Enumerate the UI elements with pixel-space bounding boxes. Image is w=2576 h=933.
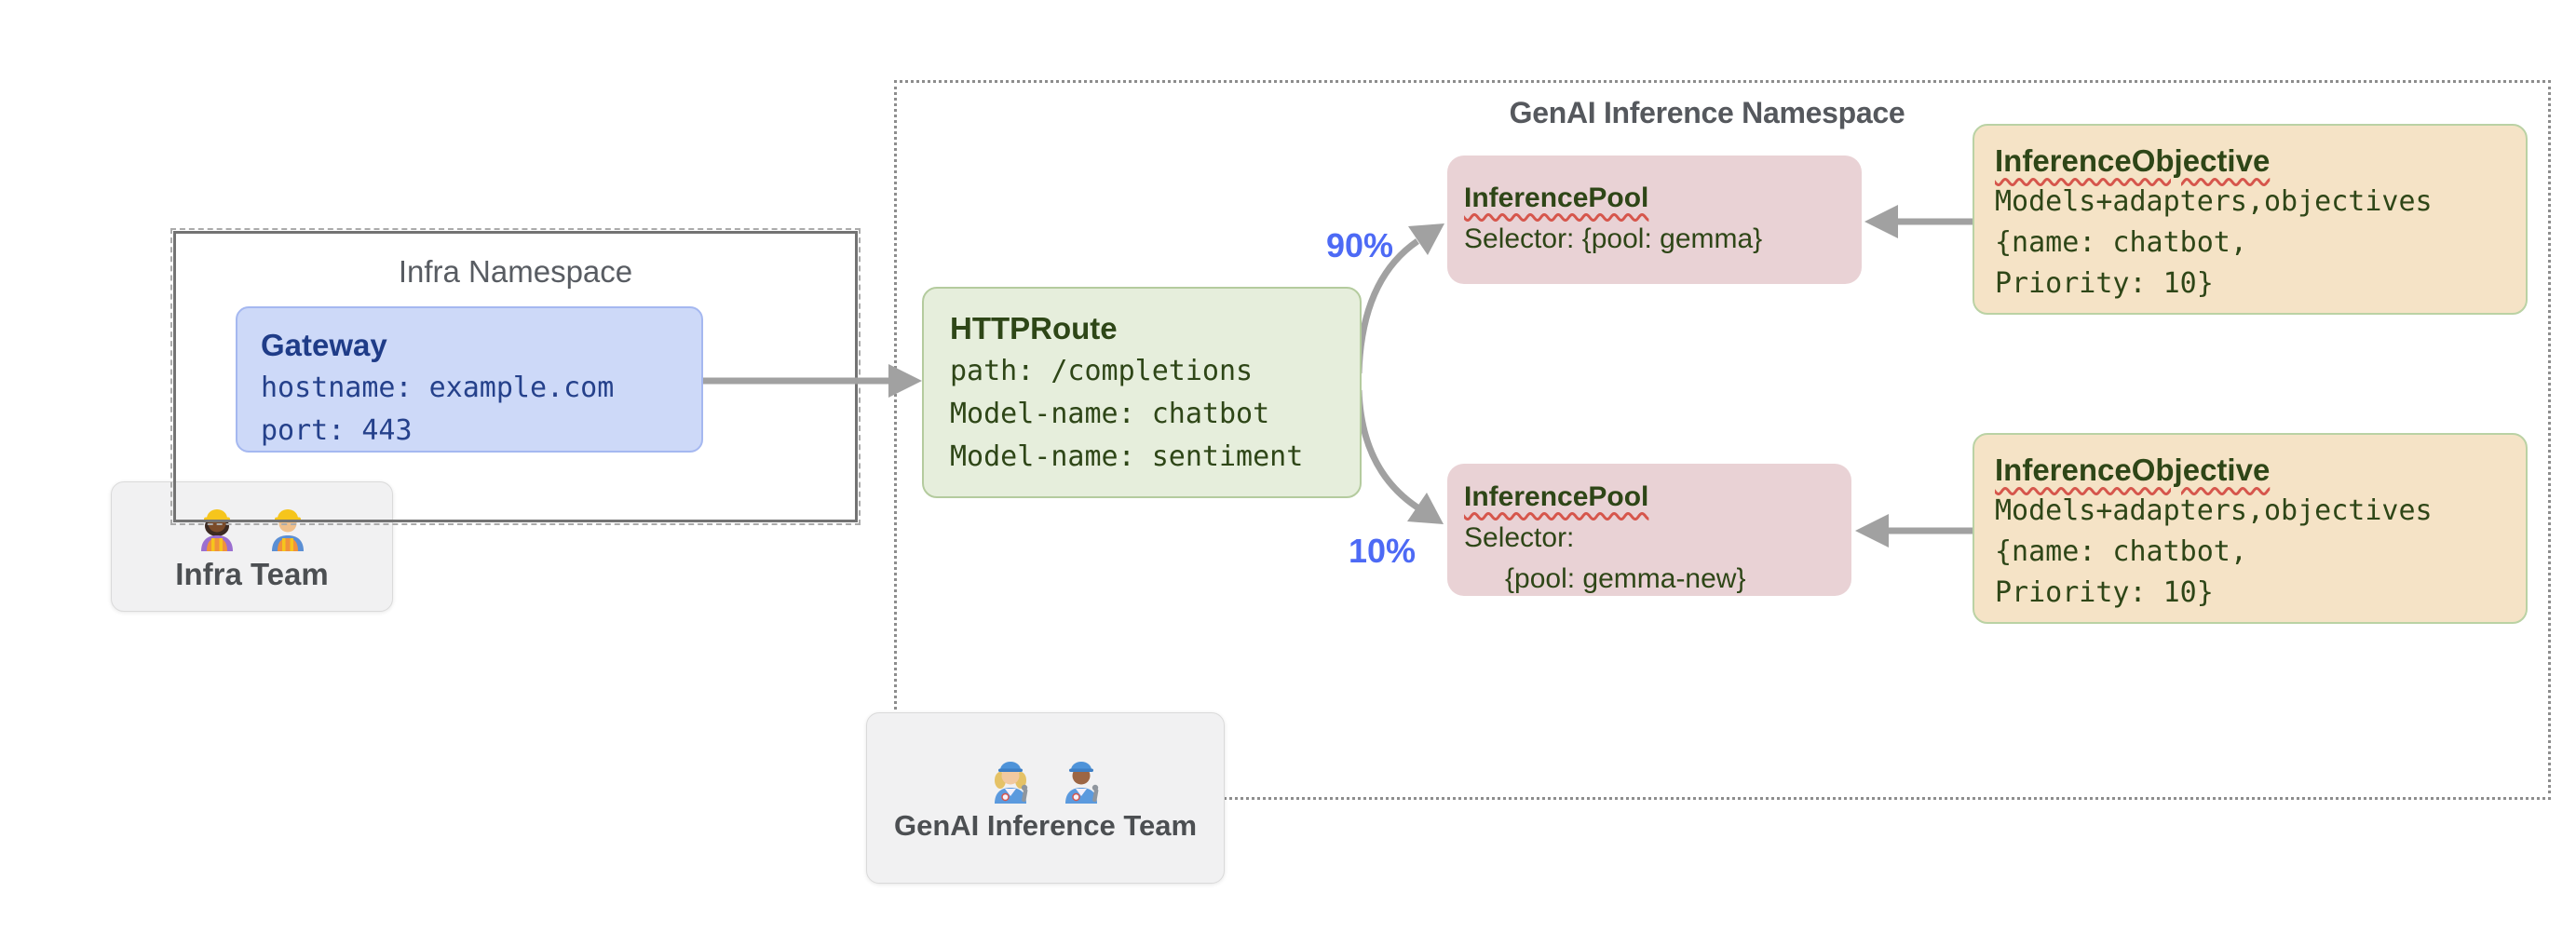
gateway-node: Gateway hostname: example.com port: 443 (236, 306, 703, 453)
genai-team-icons (987, 753, 1105, 804)
infra-namespace-box: Infra Namespace (170, 228, 861, 525)
inference-objective-bottom-title: InferenceObjective (1995, 450, 2526, 491)
woman-mechanic-icon (987, 753, 1034, 804)
inference-objective-bottom-node: InferenceObjective Models+adapters,objec… (1973, 433, 2528, 624)
httproute-model-chatbot: Model-name: chatbot (950, 398, 1270, 430)
genai-namespace-title: GenAI Inference Namespace (1509, 96, 1905, 129)
gateway-title: Gateway (261, 328, 387, 362)
inference-pool-top-title-text: InferencePool (1464, 183, 1649, 213)
inference-objective-bottom-line-2: {name: chatbot, (1995, 535, 2247, 568)
genai-namespace-box: GenAI Inference Namespace (894, 80, 2551, 800)
inference-pool-bottom-node: InferencePool Selector: {pool: gemma-new… (1447, 464, 1851, 596)
gateway-hostname: hostname: example.com (261, 372, 615, 404)
gateway-port: port: 443 (261, 414, 413, 447)
inference-pool-top-title: InferencePool (1464, 178, 1862, 219)
infra-team-label: Infra Team (175, 557, 329, 591)
inference-objective-top-node: InferenceObjective Models+adapters,objec… (1973, 124, 2528, 315)
traffic-weight-10-label: 10% (1349, 532, 1417, 570)
genai-team-card: GenAI Inference Team (866, 712, 1225, 884)
infra-team-icons (194, 501, 311, 551)
inference-objective-top-title: InferenceObjective (1995, 141, 2526, 182)
inference-objective-top-line-2: {name: chatbot, (1995, 226, 2247, 259)
traffic-weight-90-label: 90% (1326, 226, 1394, 264)
httproute-node: HTTPRoute path: /completions Model-name:… (922, 287, 1362, 498)
inference-objective-bottom-line-1: Models+adapters,objectives (1995, 494, 2433, 527)
inference-objective-top-line-3: Priority: 10} (1995, 267, 2214, 300)
httproute-model-sentiment: Model-name: sentiment (950, 440, 1304, 473)
inference-pool-bottom-selector-value: {pool: gemma-new} (1505, 563, 1746, 594)
genai-team-label: GenAI Inference Team (893, 809, 1198, 842)
inference-objective-top-title-text: InferenceObjective (1995, 143, 2271, 178)
inference-pool-top-selector: Selector: {pool: gemma} (1464, 223, 1763, 254)
inference-objective-bottom-line-3: Priority: 10} (1995, 576, 2214, 609)
inference-objective-top-line-1: Models+adapters,objectives (1995, 185, 2433, 218)
inference-objective-bottom-title-text: InferenceObjective (1995, 453, 2271, 487)
infra-team-card: Infra Team (111, 481, 393, 612)
infra-namespace-title: Infra Namespace (398, 254, 633, 289)
man-mechanic-icon (1058, 753, 1105, 804)
woman-construction-worker-icon (194, 501, 240, 551)
inference-pool-bottom-title-text: InferencePool (1464, 481, 1649, 512)
inference-pool-top-node: InferencePool Selector: {pool: gemma} (1447, 156, 1862, 284)
inference-pool-bottom-selector-label: Selector: (1464, 522, 1575, 553)
httproute-title: HTTPRoute (950, 311, 1118, 345)
httproute-path: path: /completions (950, 355, 1254, 387)
inference-pool-bottom-title: InferencePool (1464, 477, 1851, 518)
man-construction-worker-icon (264, 501, 311, 551)
